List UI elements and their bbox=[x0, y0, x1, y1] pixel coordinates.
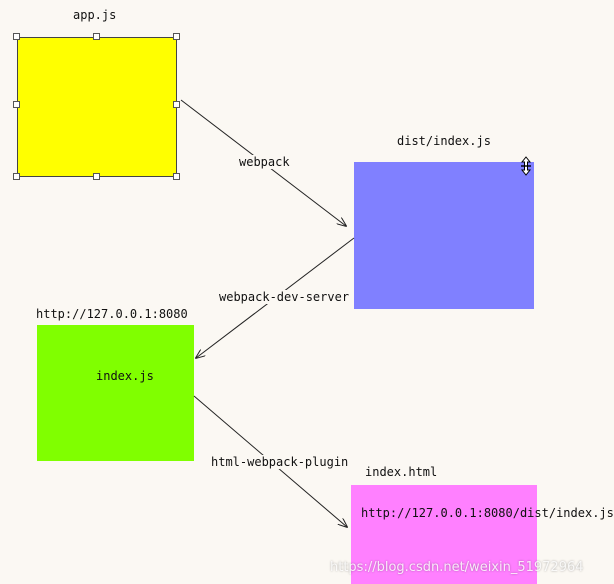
resize-handle-br[interactable] bbox=[173, 173, 180, 180]
html-node-title: index.html bbox=[365, 465, 438, 479]
edge-label-html-plugin: html-webpack-plugin bbox=[210, 455, 350, 469]
dist-node-title: dist/index.js bbox=[397, 134, 491, 148]
watermark: https://blog.csdn.net/weixin_51972964 bbox=[330, 560, 584, 575]
dist-node[interactable] bbox=[354, 162, 534, 309]
html-node[interactable] bbox=[351, 485, 537, 584]
resize-handle-tr[interactable] bbox=[173, 33, 180, 40]
resize-handle-mr[interactable] bbox=[173, 101, 180, 108]
server-node-inner-label: index.js bbox=[96, 369, 154, 383]
move-cursor-icon bbox=[520, 156, 532, 176]
server-node-title: http://127.0.0.1:8080 bbox=[36, 307, 188, 321]
resize-handle-tm[interactable] bbox=[93, 33, 100, 40]
server-node[interactable] bbox=[37, 325, 194, 461]
resize-handle-bm[interactable] bbox=[93, 173, 100, 180]
resize-handle-bl[interactable] bbox=[13, 173, 20, 180]
html-node-inner-label: http://127.0.0.1:8080/dist/index.js bbox=[361, 506, 614, 520]
app-node-title: app.js bbox=[73, 8, 117, 22]
edge-label-webpack: webpack bbox=[238, 155, 291, 169]
resize-handle-tl[interactable] bbox=[13, 33, 20, 40]
edge-label-dev-server: webpack-dev-server bbox=[218, 290, 351, 304]
resize-handle-ml[interactable] bbox=[13, 101, 20, 108]
